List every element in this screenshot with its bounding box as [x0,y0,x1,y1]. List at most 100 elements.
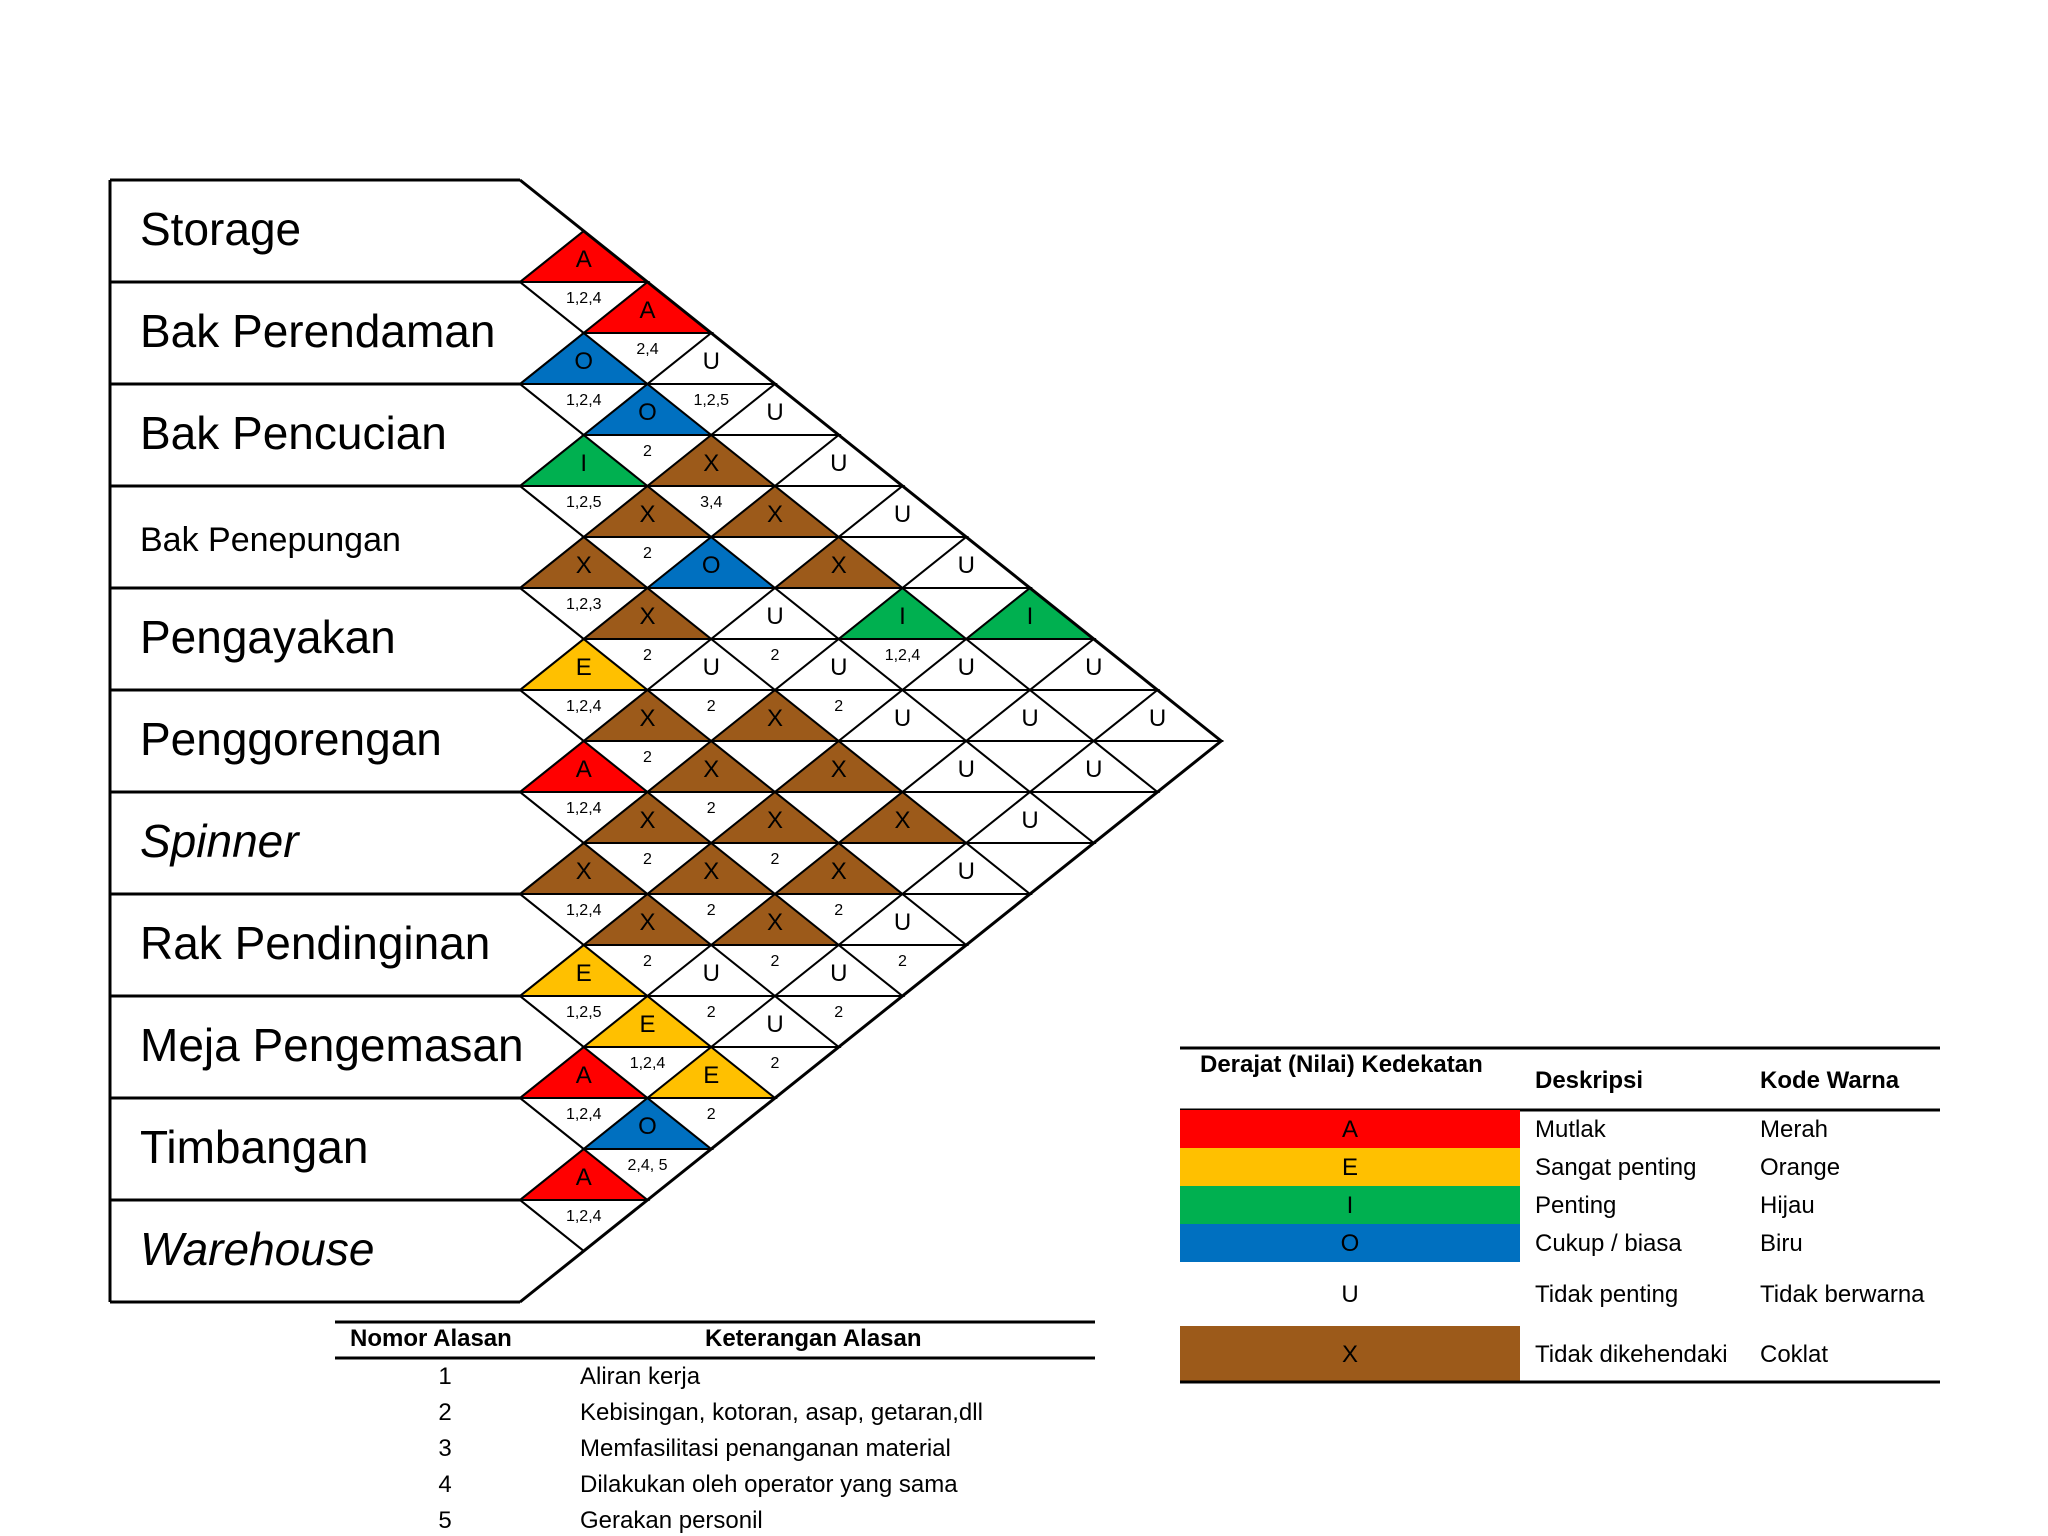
reason-code: 2 [643,545,652,562]
reason-code: 2 [898,953,907,970]
closeness-code: A [576,246,592,273]
reason-code: 2 [834,902,843,919]
relationship-cell: X2 [580,586,715,692]
relationship-cell: X2 [580,484,715,590]
department-label-box [108,178,520,1304]
legend-header-description: Deskripsi [1535,1067,1643,1094]
tab-edge [519,587,585,640]
department-label: Spinner [140,815,300,867]
closeness-code: X [639,909,655,936]
closeness-code: X [703,858,719,885]
tab-edge [519,995,585,1048]
legend-description: Tidak dikehendaki [1535,1341,1728,1368]
chart-upper-edge [519,178,1223,743]
legend-description: Mutlak [1535,1116,1607,1143]
reason-code: 2 [834,1004,843,1021]
reason-code: 1,2,5 [693,392,729,409]
chart-lower-edge [519,739,1223,1304]
closeness-code: X [639,603,655,630]
tab-edge [519,230,585,283]
reason-code: 2 [707,902,716,919]
relationship-cell: U1,2,5 [644,331,778,437]
reason-code: 1,2,4 [566,1106,602,1123]
tab-edge [519,893,585,946]
closeness-code: E [639,1011,655,1038]
reason-code: 1,2,5 [566,1004,602,1021]
closeness-code: X [576,552,592,579]
closeness-code: A [576,756,592,783]
tab-edge [519,332,585,385]
reason-code: 2 [643,443,652,460]
closeness-code: U [830,960,847,987]
department-label: Timbangan [140,1121,368,1173]
closeness-code: E [576,654,592,681]
closeness-code: U [958,756,975,783]
legend-row: O Cukup / biasa Biru [1180,1224,1803,1262]
reason-code: 2 [834,698,843,715]
legend-code: I [1347,1192,1354,1219]
closeness-code: X [639,807,655,834]
legend-color-name: Biru [1760,1230,1803,1257]
tab-edge [519,1199,585,1252]
tab-edge [519,1046,585,1099]
reason-code: 2,4 [636,341,658,358]
legend-description: Sangat penting [1535,1154,1696,1181]
relationship-cell: U2 [772,943,906,1049]
legend-header-degree: Derajat (Nilai) Kedekatan [1200,1051,1483,1078]
department-label: Bak Perendaman [140,305,495,357]
tab-edge [519,281,585,334]
closeness-code: U [958,858,975,885]
reason-text: Gerakan personil [580,1507,763,1534]
reason-number: 1 [438,1363,451,1390]
closeness-code: O [638,1113,657,1140]
reason-code: 2 [771,647,780,664]
legend-code: X [1342,1341,1358,1368]
reason-code: 2 [771,1055,780,1072]
reason-code: 2 [707,800,716,817]
relationship-cell: U2 [835,892,970,998]
closeness-code: X [703,450,719,477]
tab-edge [519,842,585,895]
closeness-code: X [767,909,783,936]
reason-code: 2 [707,1106,716,1123]
tab-edge [519,383,585,436]
reason-header-text: Keterangan Alasan [705,1325,922,1352]
relationship-cell: A1,2,4 [517,1147,651,1253]
closeness-code: E [703,1062,719,1089]
reason-text: Kebisingan, kotoran, asap, getaran,dll [580,1399,983,1426]
reason-code: 1,2,3 [566,596,602,613]
relationship-diamonds: A1,2,4O1,2,4I1,2,5X1,2,3E1,2,4A1,2,4X1,2… [517,178,1225,1304]
closeness-code: U [1021,705,1038,732]
closeness-code: X [639,705,655,732]
legend-code: O [1341,1230,1360,1257]
closeness-code: U [830,450,847,477]
closeness-code: U [894,909,911,936]
closeness-code: O [574,348,593,375]
legend-code: U [1341,1281,1358,1308]
legend-color-name: Tidak berwarna [1760,1281,1925,1308]
closeness-code: X [639,501,655,528]
tab-edge [519,944,585,997]
reason-code: 2,4, 5 [627,1157,667,1174]
relationship-cell: O [644,535,778,641]
relationship-cell: U [835,688,970,794]
closeness-code: X [767,807,783,834]
closeness-code: O [702,552,721,579]
legend-description: Tidak penting [1535,1281,1678,1308]
relationship-cell: I1,2,4 [835,586,970,692]
tab-edge [519,1097,585,1150]
legend-description: Cukup / biasa [1535,1230,1682,1257]
relationship-cell: A2,4 [580,280,715,386]
department-label: Meja Pengemasan [140,1019,524,1071]
closeness-code: X [576,858,592,885]
reason-code: 1,2,4 [566,1208,602,1225]
relationship-cell: O 2,4, 5 [580,1096,715,1202]
closeness-code: I [899,603,906,630]
